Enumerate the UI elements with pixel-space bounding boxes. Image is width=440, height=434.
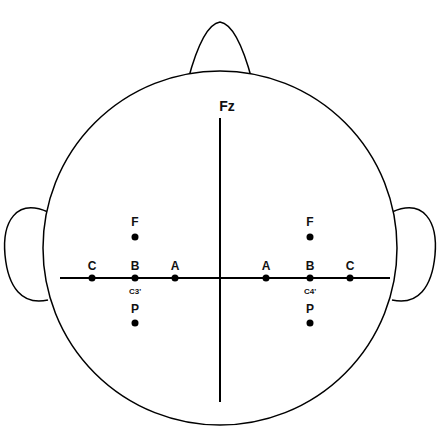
electrode-label: B [306, 260, 315, 272]
electrode-label: P [306, 303, 314, 315]
electrode-dot [263, 275, 270, 282]
right-ear-outline [392, 208, 435, 301]
interaural-line [60, 277, 390, 279]
electrode-label: A [171, 260, 180, 272]
left-ear-outline [5, 208, 48, 301]
electrode-dot [132, 234, 139, 241]
electrode-label: C [346, 260, 355, 272]
electrode-dot [307, 234, 314, 241]
electrode-label: F [306, 216, 313, 228]
electrode-label: F [131, 216, 138, 228]
midline [219, 118, 221, 402]
electrode-name: C4' [304, 288, 316, 296]
electrode-dot [89, 275, 96, 282]
electrode-dot [132, 275, 139, 282]
electrode-name: C3' [129, 288, 141, 296]
electrode-label: A [262, 260, 271, 272]
head-outline [43, 71, 397, 425]
electrode-label: B [131, 260, 140, 272]
electrode-dot [347, 275, 354, 282]
electrode-dot [307, 275, 314, 282]
electrode-dot [172, 275, 179, 282]
lead-label: Fz [219, 99, 235, 113]
electrode-dot [307, 320, 314, 327]
electrode-label: P [131, 303, 139, 315]
electrode-label: C [88, 260, 97, 272]
electrode-dot [132, 320, 139, 327]
